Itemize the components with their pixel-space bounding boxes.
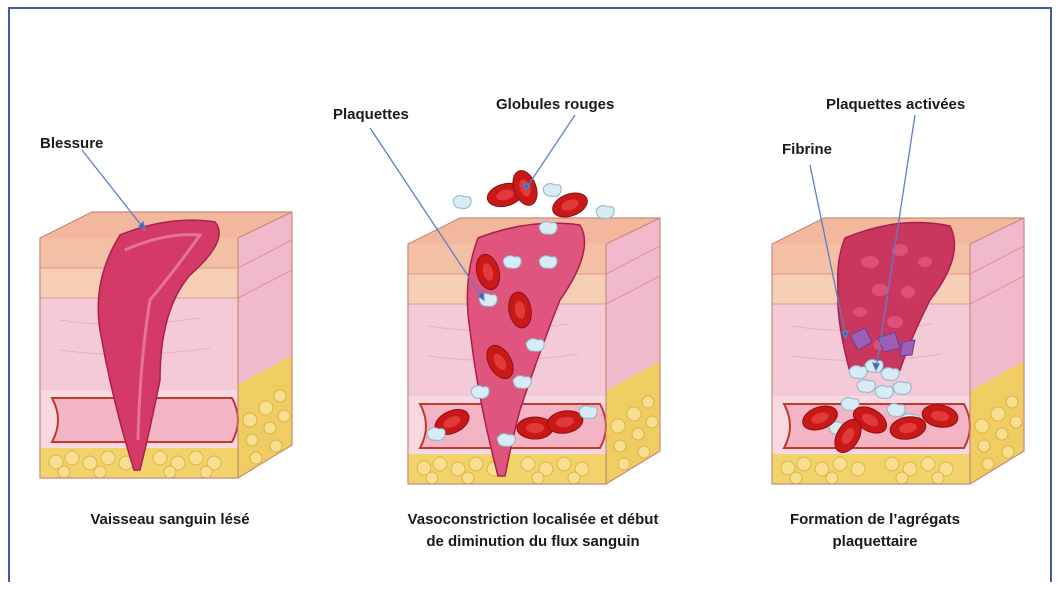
panel-2-block <box>408 167 660 484</box>
caption-line: de diminution du flux sanguin <box>378 531 688 553</box>
caption-line: Vaisseau sanguin lésé <box>60 509 280 531</box>
label-blessure: Blessure <box>40 136 103 151</box>
caption-panel-2: Vasoconstriction localisée et début de d… <box>378 509 688 553</box>
label-plaquettes-activees: Plaquettes activées <box>826 97 965 112</box>
panel-3-block <box>772 218 1024 484</box>
label-fibrine: Fibrine <box>782 142 832 157</box>
caption-line: Formation de l’agrégats <box>760 509 990 531</box>
caption-panel-3: Formation de l’agrégats plaquettaire <box>760 509 990 553</box>
caption-line: plaquettaire <box>760 531 990 553</box>
caption-panel-1: Vaisseau sanguin lésé <box>60 509 280 531</box>
caption-line: Vasoconstriction localisée et début <box>378 509 688 531</box>
label-globules-rouges: Globules rouges <box>496 97 614 112</box>
panel-1-block <box>40 212 292 478</box>
label-plaquettes: Plaquettes <box>333 107 409 122</box>
